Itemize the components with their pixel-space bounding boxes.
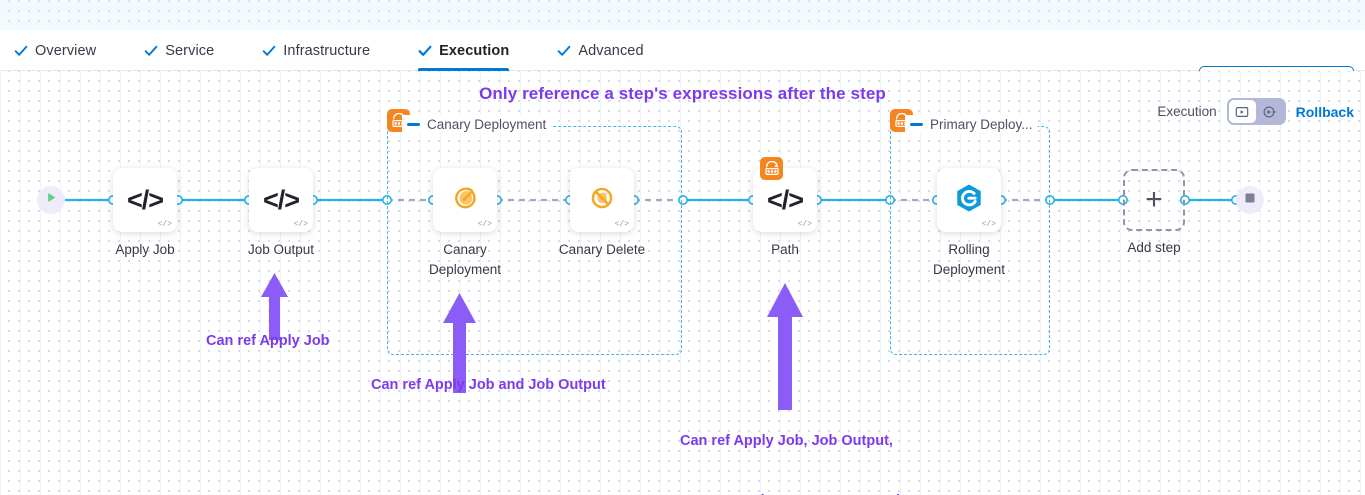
tab-label: Overview [35,42,97,59]
tab-label: Infrastructure [283,42,371,59]
canary-delete-icon [585,181,619,220]
rollback-link[interactable]: Rollback [1295,103,1354,120]
add-step-button[interactable]: + [1123,169,1185,231]
tab-label: Advanced [578,42,644,59]
tab-infrastructure[interactable]: Infrastructure [262,30,390,71]
tab-service[interactable]: Service [144,30,234,71]
start-node[interactable] [37,186,65,214]
pipeline-edges [64,195,1242,206]
stage-tabs: Overview Service Infrastructure Executio… [14,30,664,71]
check-icon [418,44,432,58]
step-type-badge: </> [614,220,629,229]
step-node-apply-job[interactable]: </> </> [113,168,177,232]
group-title: Primary Deploy... [930,116,1033,132]
tab-advanced[interactable]: Advanced [557,30,663,71]
group-title: Canary Deployment [427,116,547,132]
stop-icon [1244,191,1256,209]
canary-bird-icon [448,181,482,220]
end-node[interactable] [1236,186,1264,214]
step-type-badge: </> [981,220,996,229]
group-canary-deployment[interactable]: Canary Deployment [387,109,682,355]
group-header-primary[interactable]: Primary Deploy... [905,115,1038,133]
code-icon: </> [126,184,164,215]
check-icon [144,44,158,58]
code-icon: </> [766,184,804,215]
step-type-badge: </> [797,220,812,229]
collapse-icon[interactable] [910,122,923,126]
canvas-top-strip [0,0,1365,30]
step-group-icon [760,157,783,180]
step-type-badge: </> [477,220,492,229]
tab-execution[interactable]: Execution [418,30,529,71]
step-node-canary-delete[interactable]: </> [570,168,634,232]
rollback-view-icon[interactable] [1256,100,1283,123]
step-node-job-output[interactable]: </> </> [249,168,313,232]
execution-rollback-control: Execution Rollback [1157,98,1354,125]
tab-label: Execution [439,42,510,59]
execution-label: Execution [1157,104,1217,119]
plus-icon: + [1145,183,1163,216]
check-icon [557,44,571,58]
tab-label: Service [165,42,215,59]
execution-view-toggle[interactable] [1226,98,1286,125]
execution-view-icon[interactable] [1228,100,1256,123]
step-type-badge: </> [157,220,172,229]
group-primary-deployment[interactable]: Primary Deploy... [890,109,1050,355]
play-icon [45,191,58,209]
stage-tab-bar: Overview Service Infrastructure Executio… [0,30,1365,93]
code-icon: </> [262,184,300,215]
pipeline-canvas[interactable] [0,71,1365,495]
step-node-path[interactable]: </> </> [753,157,817,232]
pipeline-graph: Canary Deployment Primary Deploy... [0,71,1365,495]
step-node-canary-deployment[interactable]: </> [433,168,497,232]
collapse-icon[interactable] [407,122,420,126]
tab-overview[interactable]: Overview [14,30,116,71]
rolling-hex-icon [954,183,984,218]
step-node-rolling-deployment[interactable]: </> [937,168,1001,232]
check-icon [14,44,28,58]
step-type-badge: </> [293,220,308,229]
check-icon [262,44,276,58]
group-header-canary[interactable]: Canary Deployment [402,115,552,133]
